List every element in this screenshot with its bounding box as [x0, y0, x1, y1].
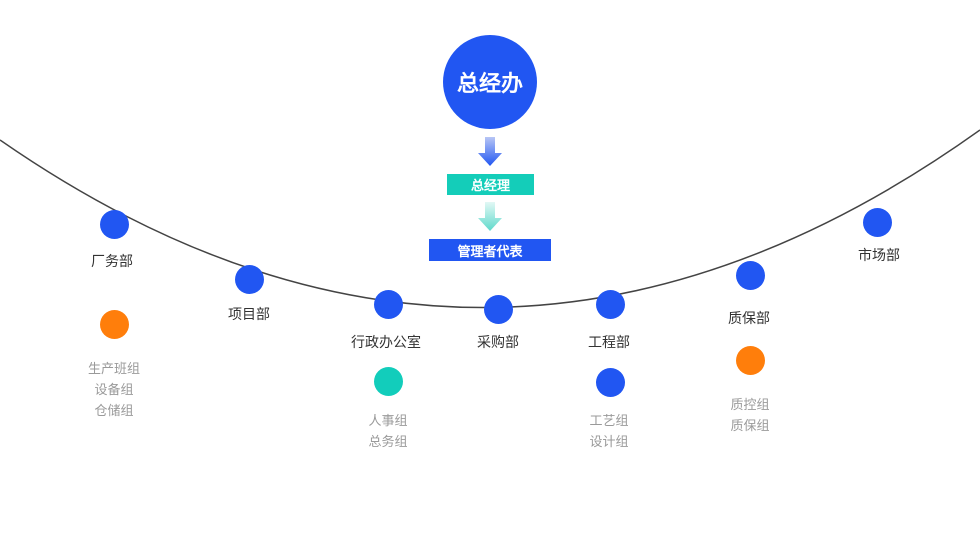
arrow-down-icon — [478, 202, 502, 231]
department-node[interactable] — [374, 290, 403, 319]
subgroup-item: 工艺组 — [589, 414, 629, 429]
general-manager-box[interactable]: 总经理 — [447, 174, 534, 195]
department-label: 质保部 — [728, 311, 770, 327]
subgroup-item: 设备组 — [94, 383, 134, 398]
department-label: 行政办公室 — [351, 335, 421, 351]
department-label: 采购部 — [477, 335, 519, 351]
subgroup-list: 生产班组 设备组 仓储组 — [88, 359, 140, 422]
subgroup-item: 质保组 — [730, 419, 770, 434]
subgroup-list: 质控组 质保组 — [730, 395, 769, 437]
subgroup-node[interactable] — [736, 346, 765, 375]
subgroup-item: 生产班组 — [87, 362, 141, 377]
department-node[interactable] — [596, 290, 625, 319]
management-representative-box[interactable]: 管理者代表 — [429, 239, 551, 261]
department-node[interactable] — [736, 261, 765, 290]
department-label: 厂务部 — [91, 254, 133, 270]
department-node[interactable] — [100, 210, 129, 239]
subgroup-item: 仓储组 — [94, 404, 134, 419]
subgroup-node[interactable] — [100, 310, 129, 339]
arrow-down-icon — [478, 137, 502, 166]
department-node[interactable] — [484, 295, 513, 324]
subgroup-item: 质控组 — [730, 398, 770, 413]
department-label: 工程部 — [588, 335, 630, 351]
department-node[interactable] — [863, 208, 892, 237]
head-office-node[interactable]: 总经办 — [443, 35, 537, 129]
subgroup-item: 总务组 — [368, 435, 408, 450]
subgroup-list: 工艺组 设计组 — [589, 411, 628, 453]
department-node[interactable] — [235, 265, 264, 294]
subgroup-list: 人事组 总务组 — [368, 411, 407, 453]
department-label: 项目部 — [228, 307, 270, 323]
subgroup-node[interactable] — [374, 367, 403, 396]
subgroup-node[interactable] — [596, 368, 625, 397]
subgroup-item: 设计组 — [589, 435, 629, 450]
subgroup-item: 人事组 — [368, 414, 408, 429]
department-label: 市场部 — [858, 248, 900, 264]
